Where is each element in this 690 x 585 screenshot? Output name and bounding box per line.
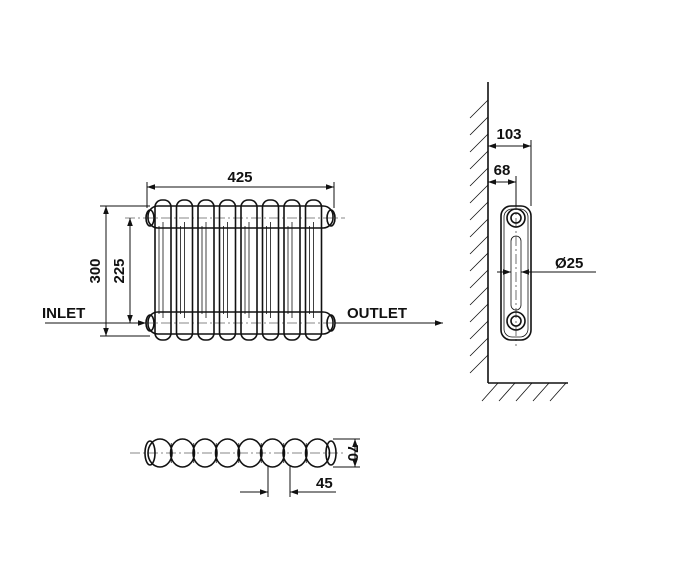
- hatch-line: [469, 184, 489, 204]
- hatch-line: [469, 116, 489, 136]
- hatch-line: [469, 201, 489, 221]
- radiator-columns: [145, 199, 336, 341]
- top-view: 70 45: [130, 438, 361, 497]
- top-depth-dimension: 70: [344, 445, 361, 462]
- pipe-diameter-dimension: Ø25: [555, 255, 583, 272]
- hatch-line: [469, 133, 489, 153]
- wall-hatching: [469, 99, 489, 374]
- hatch-line: [469, 320, 489, 340]
- hatch-line: [469, 303, 489, 323]
- column-outline: [261, 199, 280, 341]
- column-outline: [304, 199, 323, 341]
- radiator-column: [240, 199, 258, 341]
- inlet-label: INLET: [42, 305, 85, 322]
- column-outline: [197, 199, 215, 341]
- hatch-line: [532, 382, 550, 402]
- radiator-column: [304, 199, 323, 341]
- width-dimension: 425: [227, 169, 252, 186]
- hatch-line: [549, 382, 567, 402]
- column-outline: [283, 199, 301, 341]
- radiator-column: [175, 199, 194, 341]
- hatch-line: [469, 252, 489, 272]
- height-dimension: 300: [87, 258, 104, 283]
- hatch-line: [469, 150, 489, 170]
- column-outline: [175, 199, 194, 341]
- hatch-line: [469, 218, 489, 238]
- front-view: 425 300 225 INLET OUTLET: [42, 169, 443, 341]
- bottom-bush: [506, 311, 526, 331]
- hatch-line: [515, 382, 533, 402]
- centers-dimension: 225: [111, 258, 128, 283]
- radiator-column: [283, 199, 301, 341]
- hatch-line: [469, 167, 489, 187]
- wall-offset-dimension: 68: [494, 162, 511, 179]
- top-bush: [506, 208, 526, 228]
- radiator-column: [154, 199, 172, 341]
- column-outline: [218, 199, 237, 341]
- outlet-label: OUTLET: [347, 305, 407, 322]
- radiator-column: [218, 199, 237, 341]
- floor-hatching: [481, 382, 567, 402]
- hatch-line: [481, 382, 499, 402]
- hatch-line: [469, 286, 489, 306]
- hatch-line: [469, 354, 489, 374]
- hatch-line: [469, 337, 489, 357]
- hatch-line: [498, 382, 516, 402]
- hatch-line: [469, 269, 489, 289]
- column-outline: [154, 199, 172, 341]
- radiator-column: [197, 199, 215, 341]
- radiator-column: [261, 199, 280, 341]
- hatch-line: [469, 235, 489, 255]
- column-outline: [240, 199, 258, 341]
- side-view: 103 68 Ø25: [469, 82, 596, 402]
- section-pitch-dimension: 45: [316, 475, 333, 492]
- depth-dimension: 103: [496, 126, 521, 143]
- hatch-line: [469, 99, 489, 119]
